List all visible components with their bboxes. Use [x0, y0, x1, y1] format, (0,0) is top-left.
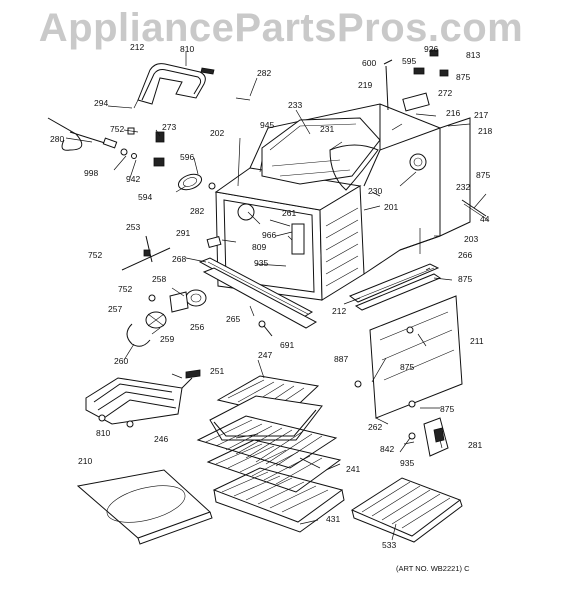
- convection-fan-part[interactable]: [126, 289, 207, 347]
- callout-211: 211: [470, 336, 484, 346]
- callout-935a: 935: [254, 258, 268, 268]
- callout-280: 280: [50, 134, 64, 144]
- oven-sensor-part[interactable]: [47, 117, 165, 167]
- watermark: AppliancePartsPros.com: [38, 6, 524, 50]
- art-number: (ART NO. WB2221) C: [396, 564, 470, 573]
- callout-246: 246: [154, 434, 168, 444]
- callout-265: 265: [226, 314, 240, 324]
- callout-201: 201: [384, 202, 398, 212]
- callout-256: 256: [190, 322, 204, 332]
- callout-842: 842: [380, 444, 394, 454]
- callout-810b: 810: [96, 428, 110, 438]
- small-rack-part[interactable]: [350, 477, 463, 543]
- callout-691: 691: [280, 340, 294, 350]
- callout-926: 926: [424, 44, 438, 54]
- callout-875b: 875: [476, 170, 490, 180]
- callout-257: 257: [108, 304, 122, 314]
- callout-998: 998: [84, 168, 98, 178]
- callout-labels: 212 810 282 926 813 600 595 875 219 272 …: [50, 42, 492, 550]
- callout-294: 294: [94, 98, 108, 108]
- callout-291: 291: [176, 228, 190, 238]
- bake-element-part[interactable]: [137, 63, 215, 105]
- callout-label: 212: [130, 42, 144, 52]
- callout-533: 533: [382, 540, 396, 550]
- callout-281: 281: [468, 440, 482, 450]
- callout-241: 241: [346, 464, 360, 474]
- callout-875e: 875: [440, 404, 454, 414]
- callout-231: 231: [320, 124, 334, 134]
- oven-cavity-part[interactable]: [214, 167, 365, 301]
- callout-887: 887: [334, 354, 348, 364]
- door-hinge-part[interactable]: [408, 417, 449, 457]
- callout-230: 230: [368, 186, 382, 196]
- callout-596: 596: [180, 152, 194, 162]
- broil-element-part[interactable]: [85, 369, 201, 428]
- callout-216: 216: [446, 108, 460, 118]
- oven-rack-part[interactable]: [196, 415, 345, 533]
- callout-282a: 282: [257, 68, 271, 78]
- drawer-panel-part[interactable]: [76, 469, 213, 545]
- callout-262: 262: [368, 422, 382, 432]
- callout-253: 253: [126, 222, 140, 232]
- callout-247: 247: [258, 350, 272, 360]
- callout-935b: 935: [400, 458, 414, 468]
- callout-44: 44: [480, 214, 490, 224]
- hinge-part[interactable]: [121, 235, 171, 271]
- callout-875d: 875: [400, 362, 414, 372]
- callout-266: 266: [458, 250, 472, 260]
- callout-260: 260: [114, 356, 128, 366]
- leader-lines: [65, 52, 487, 541]
- callout-203: 203: [464, 234, 478, 244]
- callout-212: 212: [332, 306, 346, 316]
- callout-945: 945: [260, 120, 274, 130]
- callout-810a: 810: [180, 44, 194, 54]
- callout-219: 219: [358, 80, 372, 90]
- callout-233: 233: [288, 100, 302, 110]
- bracket-part[interactable]: [206, 235, 222, 249]
- callout-875a: 875: [456, 72, 470, 82]
- broiler-pan-part[interactable]: [209, 375, 323, 441]
- callout-942: 942: [126, 174, 140, 184]
- callout-431: 431: [326, 514, 340, 524]
- callout-261: 261: [282, 208, 296, 218]
- callout-202: 202: [210, 128, 224, 138]
- callout-273: 273: [162, 122, 176, 132]
- callout-752b: 752: [88, 250, 102, 260]
- screw-part[interactable]: [258, 320, 273, 337]
- door-trim-part[interactable]: [198, 257, 318, 329]
- callout-259: 259: [160, 334, 174, 344]
- callout-600: 600: [362, 58, 376, 68]
- callout-752c: 752: [118, 284, 132, 294]
- callout-813: 813: [466, 50, 480, 60]
- callout-258: 258: [152, 274, 166, 284]
- callout-282b: 282: [190, 206, 204, 216]
- drawer-rail-part[interactable]: [348, 263, 442, 311]
- callout-272: 272: [438, 88, 452, 98]
- callout-217: 217: [474, 110, 488, 120]
- callout-218: 218: [478, 126, 492, 136]
- callout-875c: 875: [458, 274, 472, 284]
- callout-752a: 752: [110, 124, 124, 134]
- callout-809: 809: [252, 242, 266, 252]
- callout-268: 268: [172, 254, 186, 264]
- oven-light-part[interactable]: [176, 171, 216, 192]
- callout-595: 595: [402, 56, 416, 66]
- side-panel-part[interactable]: [354, 295, 463, 419]
- callout-251: 251: [210, 366, 224, 376]
- callout-210: 210: [78, 456, 92, 466]
- callout-232: 232: [456, 182, 470, 192]
- callout-594: 594: [138, 192, 152, 202]
- callout-966: 966: [262, 230, 276, 240]
